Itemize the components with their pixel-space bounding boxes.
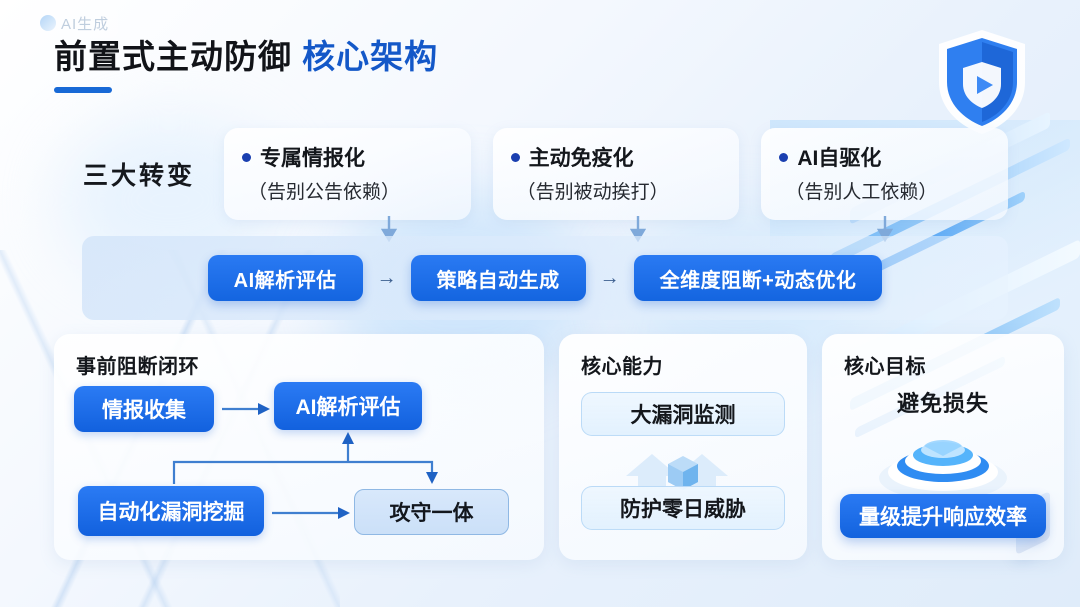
transition-cards: 专属情报化 （告别公告依赖） 主动免疫化 （告别被动挨打） AI自驱化 （告别人…	[224, 128, 1009, 220]
transition-card-3[interactable]: AI自驱化 （告别人工依赖）	[761, 128, 1009, 220]
bullet-dot-icon	[510, 152, 520, 162]
ai-badge-icon	[40, 15, 56, 31]
transition-card-2[interactable]: 主动免疫化 （告别被动挨打）	[492, 128, 740, 220]
page-header: 前置式主动防御 核心架构	[54, 38, 438, 93]
page-title-main: 前置式主动防御	[54, 38, 292, 75]
transition-card-title: 主动免疫化	[528, 147, 634, 170]
shield-icon	[939, 30, 1025, 134]
panel-core-capability: 核心能力 大漏洞监测 防护零日威胁	[559, 334, 807, 560]
transition-card-title: 专属情报化	[260, 147, 365, 170]
flow-step-3[interactable]: 全维度阻断+动态优化	[633, 255, 883, 301]
loop-node-ai[interactable]: AI解析评估	[274, 382, 422, 430]
loop-node-combat[interactable]: 攻守一体	[354, 489, 509, 535]
arrow-down-icon	[381, 216, 397, 242]
loop-connectors	[172, 403, 438, 519]
transition-card-heading: 主动免疫化	[510, 142, 722, 172]
ascending-arrows-cube-icon	[626, 454, 728, 496]
transition-card-subtitle: （告别公告依赖）	[248, 182, 401, 203]
transition-card-subtitle: （告别被动挨打）	[516, 182, 669, 203]
flow-step-1[interactable]: AI解析评估	[207, 255, 363, 301]
ai-watermark-label: AI生成	[61, 15, 110, 33]
page-title: 前置式主动防御 核心架构	[54, 38, 438, 76]
arrow-down-icon	[877, 216, 893, 242]
loop-node-intel[interactable]: 情报收集	[74, 386, 214, 432]
glowing-disc-icon	[879, 440, 1007, 500]
flow-arrow-icon: →	[599, 266, 620, 289]
page-title-accent: 核心架构	[302, 38, 439, 75]
arrow-down-icon	[630, 216, 646, 242]
transitions-row: 三大转变 专属情报化 （告别公告依赖） 主动免疫化 （告别被动挨打）	[54, 128, 1009, 220]
ai-watermark-badge: AI生成	[32, 8, 118, 38]
panel-closed-loop: 事前阻断闭环 情报收集 AI解析评估 自动化漏洞挖掘 攻守一体	[54, 334, 544, 560]
transition-card-title: AI自驱化	[797, 147, 882, 170]
panel-title-loop: 事前阻断闭环	[76, 356, 199, 378]
transition-card-1[interactable]: 专属情报化 （告别公告依赖）	[224, 128, 471, 220]
capability-item-2[interactable]: 防护零日威胁	[581, 486, 785, 530]
flow-arrow-icon: →	[376, 266, 397, 289]
goal-headline: 避免损失	[896, 391, 989, 416]
flow-down-arrows	[54, 216, 1008, 242]
bullet-dot-icon	[779, 152, 789, 162]
flow-band: AI解析评估 → 策略自动生成 → 全维度阻断+动态优化	[82, 236, 1008, 320]
title-underline	[54, 86, 112, 93]
loop-node-auto[interactable]: 自动化漏洞挖掘	[78, 486, 264, 536]
bullet-dot-icon	[242, 152, 251, 162]
transitions-label: 三大转变	[82, 162, 195, 190]
panel-title-capability: 核心能力	[581, 356, 663, 378]
panel-title-goal: 核心目标	[844, 356, 926, 378]
bottom-panels: 事前阻断闭环 情报收集 AI解析评估 自动化漏洞挖掘 攻守一体	[54, 334, 1064, 560]
transition-card-subtitle: （告别人工依赖）	[785, 182, 938, 203]
goal-pill[interactable]: 量级提升响应效率	[840, 494, 1046, 538]
transition-card-heading: 专属情报化	[242, 142, 453, 172]
capability-item-1[interactable]: 大漏洞监测	[581, 392, 785, 436]
panel-core-goal: 核心目标 避免损失 量级提升响应效率	[822, 334, 1064, 560]
flow-step-2[interactable]: 策略自动生成	[410, 255, 586, 301]
transition-card-heading: AI自驱化	[779, 142, 990, 172]
